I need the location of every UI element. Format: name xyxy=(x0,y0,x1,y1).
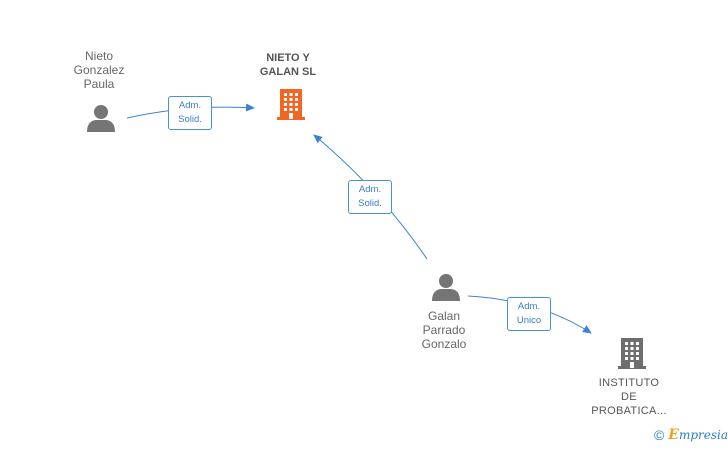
person-icon[interactable] xyxy=(86,103,116,133)
person-paula-line1: Nieto xyxy=(84,49,113,63)
person-paula-label[interactable]: Nieto Gonzalez Paula xyxy=(64,49,134,91)
person-paula-line3: Paula xyxy=(83,77,115,91)
brand-logo-first: E xyxy=(668,427,679,443)
edge-badge-line1: Adm. xyxy=(517,301,541,312)
edge-badge-line1: Adm. xyxy=(358,184,382,195)
company-other-name-line3: PROBATICA... xyxy=(591,405,667,417)
person-gonzalo-line3: Gonzalo xyxy=(421,337,467,351)
building-icon[interactable] xyxy=(276,87,306,121)
person-gonzalo-line1: Galan xyxy=(427,309,461,323)
copyright-icon: © xyxy=(653,427,665,443)
company-main-name-line1: NIETO Y xyxy=(266,52,310,64)
brand-logo-rest: mpresia xyxy=(678,428,728,442)
edge-badge-line2: Solid. xyxy=(358,198,382,209)
company-other-label[interactable]: INSTITUTO DE PROBATICA... xyxy=(584,376,674,418)
edge-badge-gonzalo-other[interactable]: Adm. Unico xyxy=(507,297,551,331)
edge-badge-line2: Unico xyxy=(516,315,542,326)
edge-badge-line2: Solid. xyxy=(178,114,202,125)
company-other-name-line1: INSTITUTO xyxy=(598,377,660,389)
person-gonzalo-label[interactable]: Galan Parrado Gonzalo xyxy=(408,309,480,351)
edge-badge-gonzalo-main[interactable]: Adm. Solid. xyxy=(348,180,392,214)
person-gonzalo-line2: Parrado xyxy=(422,323,466,337)
edge-badge-line1: Adm. xyxy=(178,100,202,111)
person-icon[interactable] xyxy=(431,272,461,302)
company-main-label[interactable]: NIETO Y GALAN SL xyxy=(243,51,333,79)
person-paula-line2: Gonzalez xyxy=(73,63,125,77)
company-other-name-line2: DE xyxy=(621,391,637,403)
brand-logo[interactable]: Empresia xyxy=(668,427,728,443)
edge-badge-paula-main[interactable]: Adm. Solid. xyxy=(168,96,212,130)
company-main-name-line2: GALAN SL xyxy=(259,66,317,78)
building-icon[interactable] xyxy=(617,336,647,370)
footer-brand: © Empresia xyxy=(654,426,728,444)
